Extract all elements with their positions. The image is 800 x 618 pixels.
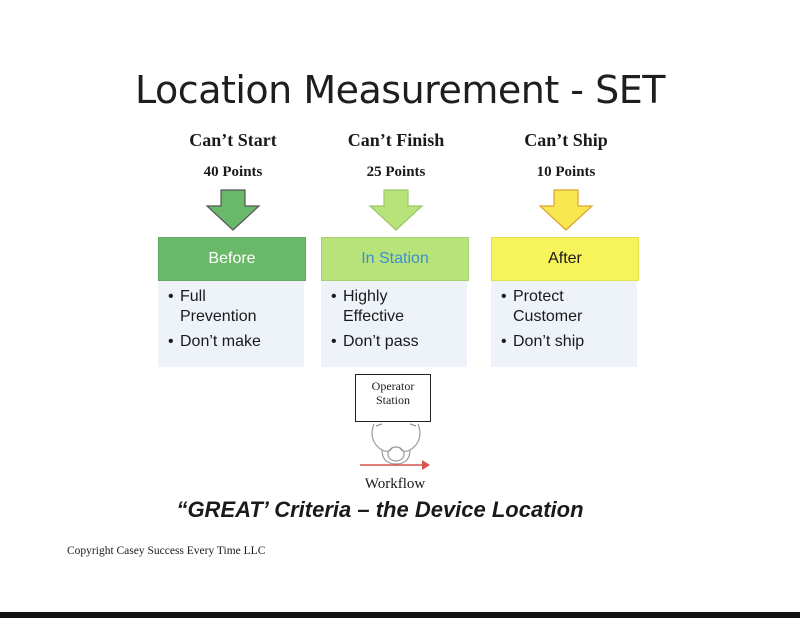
bullet-item: Don’t make (168, 332, 298, 352)
bullet-line: Highly (343, 287, 461, 307)
bullet-line: Don’t ship (513, 332, 631, 352)
bullet-line: Effective (343, 307, 461, 327)
column-in-station: Can’t Finish 25 Points In Station Highly… (321, 130, 471, 232)
column-points: 10 Points (491, 164, 641, 184)
box-body: Full Prevention Don’t make (158, 281, 304, 367)
box-header: After (491, 237, 639, 281)
box-header: In Station (321, 237, 469, 281)
down-arrow-icon (536, 188, 596, 232)
column-points: 40 Points (158, 164, 308, 184)
down-arrow-icon (203, 188, 263, 232)
bullet-line: Customer (513, 307, 631, 327)
workflow-label: Workflow (355, 476, 435, 493)
box-body: Protect Customer Don’t ship (491, 281, 637, 367)
bullet-item: Full Prevention (168, 287, 298, 327)
operator-station-box: Operator Station (355, 374, 431, 422)
bullet-item: Don’t pass (331, 332, 461, 352)
copyright-text: Copyright Casey Success Every Time LLC (67, 545, 265, 557)
bullet-line: Don’t pass (343, 332, 461, 352)
column-heading: Can’t Ship (491, 130, 641, 154)
bullet-item: Don’t ship (501, 332, 631, 352)
column-heading: Can’t Start (158, 130, 308, 154)
column-heading: Can’t Finish (321, 130, 471, 154)
column-after: Can’t Ship 10 Points After Protect Custo… (491, 130, 641, 232)
column-points: 25 Points (321, 164, 471, 184)
bullet-item: Highly Effective (331, 287, 461, 327)
column-before: Can’t Start 40 Points Before Full Preven… (158, 130, 308, 232)
page-title: Location Measurement - SET (0, 68, 800, 112)
station-label-line: Station (356, 393, 430, 407)
station-label-line: Operator (356, 379, 430, 393)
bullet-line: Full (180, 287, 298, 307)
bullet-line: Prevention (180, 307, 298, 327)
workflow-arrow-icon (360, 458, 432, 472)
bullet-item: Protect Customer (501, 287, 631, 327)
down-arrow-icon (366, 188, 426, 232)
box-header: Before (158, 237, 306, 281)
page-bottom-edge (0, 612, 800, 618)
box-body: Highly Effective Don’t pass (321, 281, 467, 367)
bullet-line: Protect (513, 287, 631, 307)
bullet-line: Don’t make (180, 332, 298, 352)
criteria-caption: “GREAT’ Criteria – the Device Location (0, 497, 760, 523)
